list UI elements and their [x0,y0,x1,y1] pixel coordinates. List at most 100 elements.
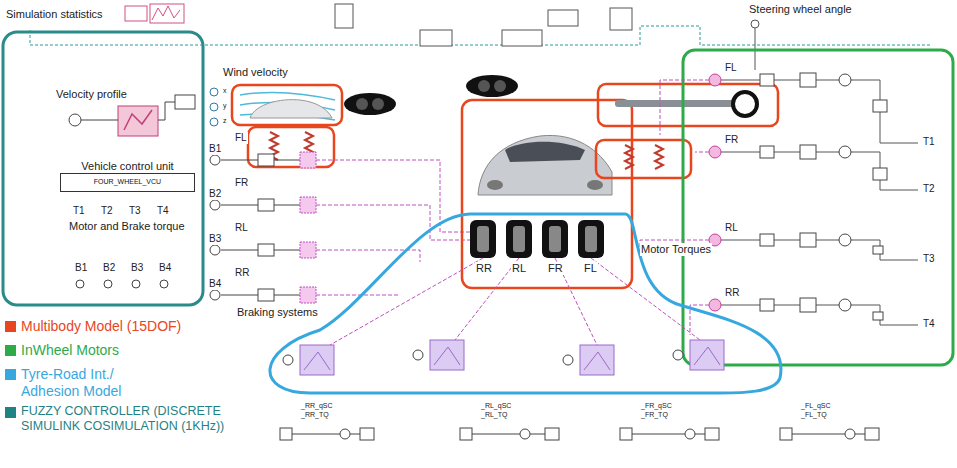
dashboard-picture [372,98,384,110]
signal-label: RR [475,262,493,275]
signal-label: Simulation statistics [5,8,104,21]
signal-label: _FL_TQ [800,411,828,419]
aero-car-picture [240,92,335,120]
stats-icon [125,6,147,21]
block-symbol [502,30,542,46]
block-symbol [610,8,632,30]
block-symbol [280,428,879,440]
adhesion-region [270,214,781,393]
motor-component [760,73,887,320]
signal-label: Velocity profile [55,88,128,101]
signal-label: FL [583,262,598,275]
signal-label: T3 [922,253,936,265]
signal-label: RR [724,287,740,299]
multibody-region [598,84,778,126]
signal-label: B4 [158,262,172,274]
source-symbol [413,350,423,360]
signal-label: RL [724,222,739,234]
car-picture [478,135,612,195]
signal-label: z [222,117,228,125]
signal-wire [221,160,300,295]
multibody-region [596,140,691,178]
dashboard-picture [356,98,368,110]
block-name: FOUR_WHEEL_VCU [60,173,195,191]
source-symbol [283,355,293,365]
signal-label: FL [724,62,738,74]
legend-swatch [5,407,16,418]
signal-wire [721,80,918,325]
signal-label: B1 [74,262,88,274]
dashboard-picture [466,75,518,97]
legend-entry: InWheel Motors [5,342,285,359]
spring-picture [625,145,663,169]
signal-label: T1 [922,136,936,148]
signal-label: T4 [156,205,170,217]
signal-label: Steering wheel angle [748,3,853,16]
signal-label: FR [547,262,564,275]
dashboard-picture [494,80,506,92]
steering-picture [615,92,757,116]
mechanical-link [330,258,700,345]
signal-label: x [222,87,228,95]
signal-label: _RR_qSC [300,402,334,410]
signal-label: RL [511,262,527,275]
signal-label: Motor and Brake torque [68,220,186,233]
signal-label: RL [234,222,249,234]
dashboard-picture [478,80,490,92]
signal-label: T2 [922,183,936,195]
legend-text: FUZZY CONTROLLER (DISCRETE SIMULINK COSI… [21,404,283,434]
signal-label: B3 [208,233,222,245]
mechanical-link [316,160,470,295]
control-unit-block: Vehicle control unitFOUR_WHEEL_VCU [60,160,195,192]
legend-text: Tyre-Road Int./ Adhesion Model [21,366,146,400]
signal-wire [158,102,175,120]
legend-swatch [5,369,16,380]
block-symbol [548,10,578,26]
dashboard-picture [344,93,396,115]
block-symbol [175,95,195,109]
legend-swatch [5,345,16,356]
velocity-profile-icon [118,106,158,136]
mechanical-link [640,80,709,335]
block-symbol [420,30,452,46]
port-symbol [76,280,168,288]
stats-icon [152,6,180,20]
signal-label: B3 [130,262,144,274]
signal-label: FR [234,177,249,189]
legend-entry: FUZZY CONTROLLER (DISCRETE SIMULINK COSI… [5,404,287,434]
signal-label: FL [234,132,248,144]
legend-entry: Multibody Model (15DOF) [5,318,285,335]
legend-text: InWheel Motors [21,342,281,359]
source-symbol [69,114,81,126]
signal-wire [292,434,865,435]
wind-source [210,88,218,126]
velocity-profile-icon [124,110,152,130]
signal-label: B2 [208,188,222,200]
brake-symbol [300,152,316,303]
road-icon [304,347,720,370]
signal-label: _FL_qSC [800,402,832,410]
legend-swatch [5,321,16,332]
signal-label: T2 [100,205,114,217]
source-symbol [751,20,759,28]
multibody-region [462,100,632,288]
signal-label: RR [234,267,250,279]
signal-label: T3 [128,205,142,217]
tyre-picture [470,220,604,258]
legend-entry: Tyre-Road Int./ Adhesion Model [5,366,150,400]
legend-text: Multibody Model (15DOF) [21,318,281,335]
signal-label: T1 [72,205,86,217]
stats-icon [150,4,184,23]
motor-symbol [709,74,721,311]
signal-label: B4 [208,278,222,290]
signal-label: y [222,102,228,110]
signal-label: _FR_TQ [640,411,669,419]
signal-label: Motor Torques [640,243,712,256]
signal-wire [30,26,930,45]
signal-label: _FR_qSC [640,402,673,410]
multibody-region [248,127,334,167]
block-symbol [335,4,353,28]
source-symbol [563,355,573,365]
signal-label: Wind velocity [222,66,289,79]
